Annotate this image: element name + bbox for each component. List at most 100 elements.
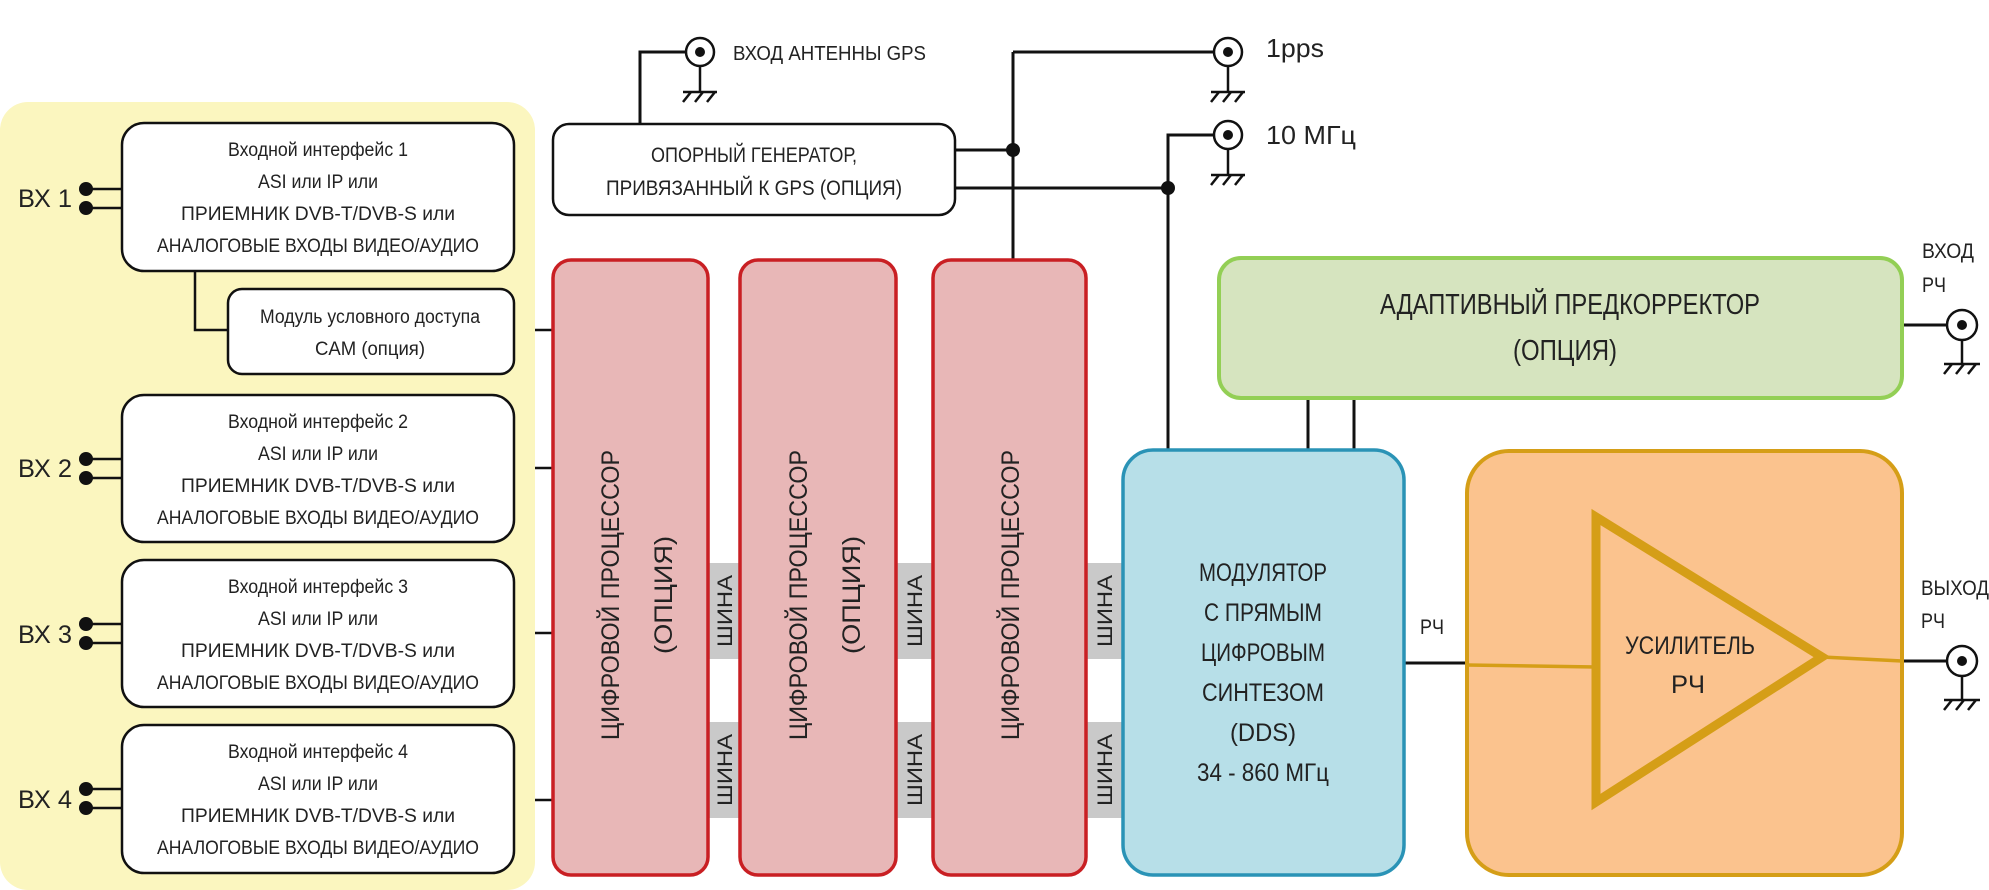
rf-input-label: РЧ	[1922, 274, 1946, 297]
gps-antenna-label: ВХОД АНТЕННЫ GPS	[733, 43, 926, 65]
connector-pin	[1223, 130, 1233, 140]
cam-module-box	[226, 287, 516, 376]
digital-processor-3: ЦИФРОВОЙ ПРОЦЕССОР	[931, 258, 1088, 877]
rf-output-label: РЧ	[1921, 610, 1945, 633]
input-interface-line: ПРИЕМНИК DVB-T/DVB-S или	[181, 641, 455, 662]
input-interface-line: Входной интерфейс 4	[228, 742, 408, 763]
ground-icon	[1210, 174, 1244, 186]
input-connector	[79, 617, 93, 631]
input-interface-line: АНАЛОГОВЫЕ ВХОДЫ ВИДЕО/АУДИО	[157, 838, 479, 859]
bus-label: ШИНА	[714, 575, 737, 647]
input-interface-line: ASI или IP или	[258, 774, 378, 795]
input-interface-line: ПРИЕМНИК DVB-T/DVB-S или	[181, 476, 455, 497]
bus-2-bottom: ШИНА	[896, 722, 933, 818]
bus-1-bottom: ШИНА	[708, 722, 740, 818]
amplifier-box	[1465, 449, 1904, 877]
input-interface-box	[120, 121, 516, 273]
junction-dot	[1161, 181, 1175, 195]
bus-1-top: ШИНА	[708, 563, 740, 659]
input-interface-line: ПРИЕМНИК DVB-T/DVB-S или	[181, 806, 455, 827]
bus-label: ШИНА	[714, 734, 737, 806]
rf-input-label: ВХОД	[1922, 240, 1974, 263]
rf-amplifier: УСИЛИТЕЛЬ РЧ	[1465, 449, 1904, 877]
reference-generator-line: ПРИВЯЗАННЫЙ К GPS (ОПЦИЯ)	[606, 176, 902, 200]
cam-module-line: CAM (опция)	[315, 339, 425, 360]
bus-3-top: ШИНА	[1086, 563, 1123, 659]
input-label: ВХ 1	[18, 185, 72, 213]
amplifier-line: РЧ	[1671, 671, 1705, 699]
mhz10-connector	[1210, 119, 1245, 186]
processor-box	[931, 258, 1088, 877]
reference-generator-line: ОПОРНЫЙ ГЕНЕРАТОР,	[651, 143, 857, 167]
amplifier-line: УСИЛИТЕЛЬ	[1625, 632, 1755, 660]
ground-icon	[1943, 363, 1977, 375]
modulator-line: (DDS)	[1230, 719, 1296, 747]
amplifier-input-line	[1466, 663, 1597, 669]
predistortion-line: (ОПЦИЯ)	[1513, 335, 1617, 367]
input-interface-line: ASI или IP или	[258, 172, 378, 193]
gps-antenna-connector	[682, 36, 717, 103]
input-label: ВХ 2	[18, 455, 72, 483]
input-interface-line: Входной интерфейс 3	[228, 577, 408, 598]
input-interface-line: Входной интерфейс 1	[228, 140, 408, 161]
bus-label: ШИНА	[904, 575, 927, 647]
rf-output-label: ВЫХОД	[1921, 577, 1989, 600]
connector-pin	[1223, 47, 1233, 57]
adaptive-predistortion: АДАПТИВНЫЙ ПРЕДКОРРЕКТОР (ОПЦИЯ)	[1217, 256, 1904, 400]
input-connector	[79, 636, 93, 650]
modulator-line: 34 - 860 МГц	[1197, 759, 1329, 787]
ground-icon	[682, 91, 716, 103]
input-interface-2: Входной интерфейс 2 ASI или IP или ПРИЕМ…	[18, 393, 516, 544]
modulator-line: С ПРЯМЫМ	[1204, 599, 1322, 627]
input-connector	[79, 201, 93, 215]
reference-generator: ОПОРНЫЙ ГЕНЕРАТОР, ПРИВЯЗАННЫЙ К GPS (ОП…	[551, 122, 957, 217]
input-interface-box	[120, 558, 516, 709]
dds-modulator: МОДУЛЯТОР С ПРЯМЫМ ЦИФРОВЫМ СИНТЕЗОМ (DD…	[1121, 448, 1406, 877]
rf-input-connector	[1943, 308, 1980, 375]
connector-pin	[1957, 320, 1967, 330]
predistortion-box	[1217, 256, 1904, 400]
ground-icon	[1943, 699, 1977, 711]
input-interface-line: ASI или IP или	[258, 609, 378, 630]
input-interface-1: Входной интерфейс 1 ASI или IP или ПРИЕМ…	[18, 121, 516, 273]
processor-box	[551, 258, 710, 877]
modulator-box	[1121, 448, 1406, 877]
mhz10-label: 10 МГц	[1266, 120, 1356, 150]
amplifier-output-line	[1821, 655, 1903, 663]
input-interface-box	[120, 393, 516, 544]
input-interface-4: Входной интерфейс 4 ASI или IP или ПРИЕМ…	[18, 723, 516, 875]
processor-option: (ОПЦИЯ)	[650, 536, 678, 654]
bus-3-bottom: ШИНА	[1086, 722, 1123, 818]
input-connector	[79, 182, 93, 196]
bus-label: ШИНА	[904, 734, 927, 806]
rf-label: РЧ	[1420, 616, 1444, 639]
input-interface-line: АНАЛОГОВЫЕ ВХОДЫ ВИДЕО/АУДИО	[157, 508, 479, 529]
processor-title: ЦИФРОВОЙ ПРОЦЕССОР	[995, 450, 1025, 740]
bus-label: ШИНА	[1094, 575, 1117, 647]
input-interface-line: АНАЛОГОВЫЕ ВХОДЫ ВИДЕО/АУДИО	[157, 236, 479, 257]
junction-dot	[1006, 143, 1020, 157]
input-connector	[79, 452, 93, 466]
digital-processor-2: ЦИФРОВОЙ ПРОЦЕССОР (ОПЦИЯ)	[738, 258, 898, 877]
input-label: ВХ 4	[18, 786, 72, 814]
rf-output-connector	[1943, 644, 1980, 711]
processor-title: ЦИФРОВОЙ ПРОЦЕССОР	[783, 450, 813, 740]
modulator-line: СИНТЕЗОМ	[1202, 679, 1324, 707]
input-interface-box	[120, 723, 516, 875]
input-interface-line: Входной интерфейс 2	[228, 412, 408, 433]
processor-option: (ОПЦИЯ)	[838, 536, 866, 654]
pps-connector	[1210, 36, 1245, 103]
bus-label: ШИНА	[1094, 734, 1117, 806]
input-connector	[79, 801, 93, 815]
input-interface-line: АНАЛОГОВЫЕ ВХОДЫ ВИДЕО/АУДИО	[157, 673, 479, 694]
bus-2-top: ШИНА	[896, 563, 933, 659]
cam-module-line: Модуль условного доступа	[260, 307, 480, 328]
amplifier-triangle-icon	[1591, 508, 1831, 811]
connector-pin	[1957, 656, 1967, 666]
digital-processor-1: ЦИФРОВОЙ ПРОЦЕССОР (ОПЦИЯ)	[551, 258, 710, 877]
modulator-line: МОДУЛЯТОР	[1199, 559, 1327, 587]
input-label: ВХ 3	[18, 621, 72, 649]
cam-module: Модуль условного доступа CAM (опция)	[226, 287, 516, 376]
processor-box	[738, 258, 898, 877]
